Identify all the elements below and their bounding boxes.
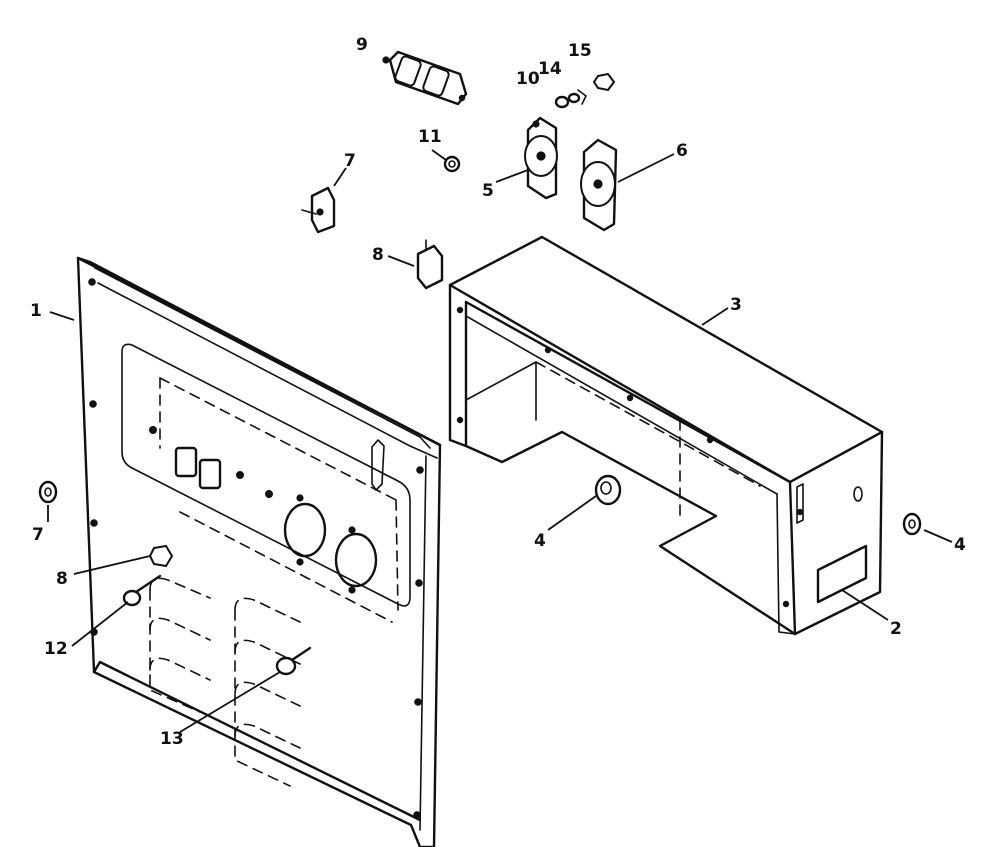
callout-15: 15 [568,41,592,61]
callout-8-top: 8 [372,245,384,265]
callout-9: 9 [356,35,368,55]
nut-15 [592,72,616,92]
screw-12 [122,574,162,607]
callout-3: 3 [730,295,742,315]
duplex-receptacle [382,50,468,106]
switch-8 [416,239,444,290]
callout-6: 6 [676,141,688,161]
panel-holes [88,278,424,819]
front-panel [76,256,442,847]
washers-10-14 [554,89,587,109]
callout-5: 5 [482,181,494,201]
twist-lock-receptacle-6 [580,138,618,232]
grommet-11 [443,155,461,173]
callout-12: 12 [44,639,68,659]
callout-7-left: 7 [32,525,44,545]
toggle-switch-7 [301,186,336,234]
callout-8-left: 8 [56,569,68,589]
hidden-ribs [149,577,301,787]
screw-13 [275,646,312,676]
twist-lock-receptacle-5 [524,116,558,200]
grommet-4-inner [594,474,622,506]
callout-2: 2 [890,619,902,639]
callout-14: 14 [538,59,562,79]
callout-10: 10 [516,69,540,89]
callout-1: 1 [30,301,42,321]
grommet-4-right [902,512,922,536]
nameplate [816,544,868,604]
grommet-7-left [38,480,58,504]
callout-4-inner: 4 [534,531,546,551]
nut-8-left [148,544,174,568]
callout-4-right: 4 [954,535,966,555]
channel-box [448,235,884,636]
callout-11: 11 [418,127,442,147]
callouts: 1 2 3 4 4 5 6 7 7 8 8 9 10 11 12 13 14 1… [30,35,966,749]
callout-13: 13 [160,729,184,749]
leader-lines [47,149,953,733]
callout-7-top: 7 [344,151,356,171]
